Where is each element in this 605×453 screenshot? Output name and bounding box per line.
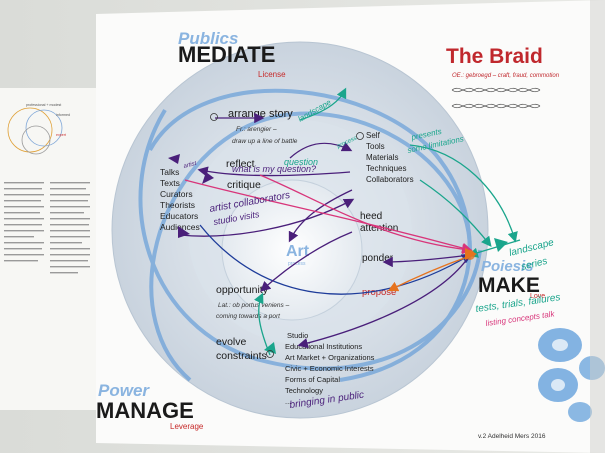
- make-sub: Love: [530, 293, 545, 300]
- left-label-c: expert: [56, 133, 66, 137]
- bottom-list: Studio Educational Institutions Art Mark…: [285, 331, 375, 406]
- left-list-item: Talks: [160, 167, 179, 177]
- left-list-item: Theorists: [160, 200, 195, 210]
- bottom-list-item: Art Market + Organizations: [285, 353, 375, 362]
- make-label: MAKE: [478, 274, 540, 297]
- right-edge: [590, 0, 605, 453]
- verb-arrange-note2: draw up a line of battle: [232, 138, 298, 145]
- make-node: [465, 250, 475, 260]
- bottom-list-item: ...: [285, 397, 291, 406]
- verb-propose: propose: [362, 287, 396, 298]
- braid-loops: [138, 88, 482, 382]
- bottom-list-item: Technology: [285, 386, 323, 395]
- left-label-b: informed: [56, 113, 70, 117]
- mediate-sub: License: [258, 70, 286, 79]
- mediate-label: MEDIATE: [178, 42, 275, 67]
- right-list-item: Techniques: [366, 164, 406, 173]
- braid-subtitle: OE.: gebroegd – craft, fraud, commotion: [452, 73, 560, 79]
- left-list-item: Curators: [160, 189, 193, 199]
- verb-opp-note2: coming towards a port: [216, 313, 281, 320]
- braid-title: The Braid: [446, 45, 543, 68]
- mediate-header: Publics: [178, 29, 238, 48]
- circled-symbols: [210, 113, 364, 358]
- right-list: Self Tools Materials Techniques Collabor…: [366, 131, 414, 184]
- bottom-list-item: Educational Institutions: [285, 342, 362, 351]
- hand-arrows: [179, 87, 521, 356]
- left-list-item: Educators: [160, 211, 198, 221]
- make-header: Poiesis: [481, 258, 534, 275]
- verb-opportunity: opportunity: [216, 284, 269, 296]
- verb-arrange-note1: Fr.: arengier –: [236, 126, 277, 133]
- verb-critique: critique: [227, 179, 261, 191]
- verb-ponder: ponder: [362, 253, 394, 264]
- left-poster-text-lines: [4, 182, 90, 274]
- verb-heed: heed: [360, 211, 382, 222]
- left-list-item: Audiences: [160, 222, 200, 232]
- verb-constraints: constraints: [216, 350, 267, 362]
- right-list-item: Collaborators: [366, 175, 414, 184]
- verb-opp-note1: Lat.: ob portus veniens –: [218, 302, 290, 309]
- verb-evolve: evolve: [216, 336, 247, 348]
- right-list-item: Materials: [366, 153, 398, 162]
- inner-circle: [221, 179, 363, 321]
- left-poster: professional + modest informed expert ch…: [0, 88, 113, 410]
- left-label-a: professional + modest: [26, 103, 61, 107]
- bottom-list-item: Civic + Economic Interests: [285, 364, 374, 373]
- center-art-sub: process: [288, 261, 306, 267]
- bottom-list-item: Studio: [287, 331, 308, 340]
- manage-label: MANAGE: [96, 398, 194, 423]
- left-list: Talks Texts Curators Theorists Educators…: [160, 167, 200, 232]
- center-art-label: Art: [286, 243, 310, 260]
- braid-glyph: [451, 87, 541, 109]
- hand-what-question: what is my question?: [232, 164, 316, 174]
- hand-question: question: [284, 157, 318, 167]
- credit-text: v.2 Adelheid Mers 2016: [478, 433, 546, 440]
- hand-artist: artist: [183, 161, 197, 170]
- verb-reflect: reflect: [226, 158, 255, 170]
- bottom-list-item: Forms of Capital: [285, 375, 340, 384]
- right-list-item: Self: [366, 131, 381, 140]
- manage-sub: Leverage: [170, 422, 204, 431]
- right-list-item: Tools: [366, 142, 385, 151]
- manage-header: Power: [98, 381, 150, 400]
- left-list-item: Texts: [160, 178, 180, 188]
